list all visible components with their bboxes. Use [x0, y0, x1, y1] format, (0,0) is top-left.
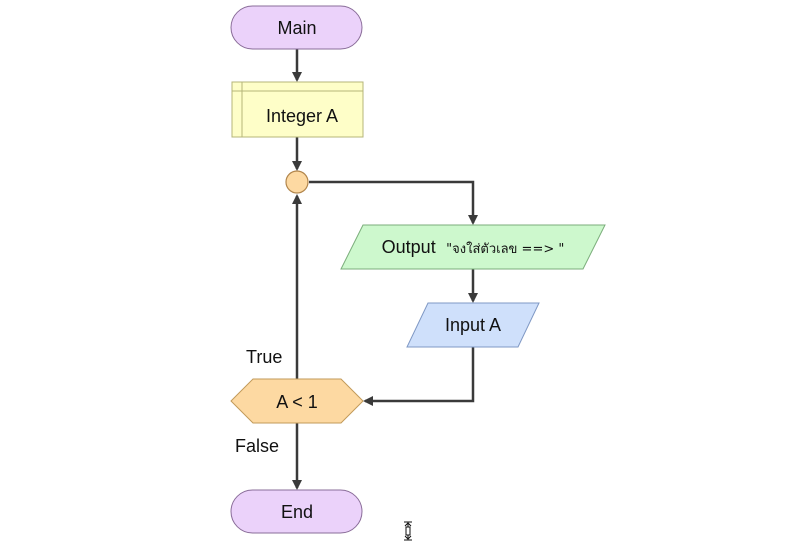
output-block[interactable]: Output "จงใส่ตัวเลข ==> " [340, 224, 606, 270]
input-block[interactable]: Input A [406, 302, 540, 348]
decision-label: A < 1 [276, 392, 318, 412]
output-label-prefix: Output [382, 237, 436, 257]
connectors [292, 49, 478, 490]
text-cursor-icon [404, 521, 412, 541]
edge-input-to-decision [363, 347, 475, 406]
end-terminal[interactable]: End [230, 489, 363, 534]
true-branch-label: True [246, 347, 282, 367]
output-label: Output "จงใส่ตัวเลข ==> " [382, 237, 565, 257]
false-branch-label: False [235, 436, 279, 456]
output-label-value: "จงใส่ตัวเลข ==> " [446, 241, 564, 257]
declare-label: Integer A [266, 106, 338, 126]
main-terminal[interactable]: Main [230, 5, 363, 50]
main-label: Main [277, 18, 316, 38]
edge-junction-to-output [309, 180, 478, 225]
declare-block[interactable]: Integer A [231, 81, 364, 138]
decision-block[interactable]: A < 1 [230, 378, 364, 424]
input-label: Input A [445, 315, 501, 335]
end-label: End [281, 502, 313, 522]
loop-junction [285, 170, 309, 194]
